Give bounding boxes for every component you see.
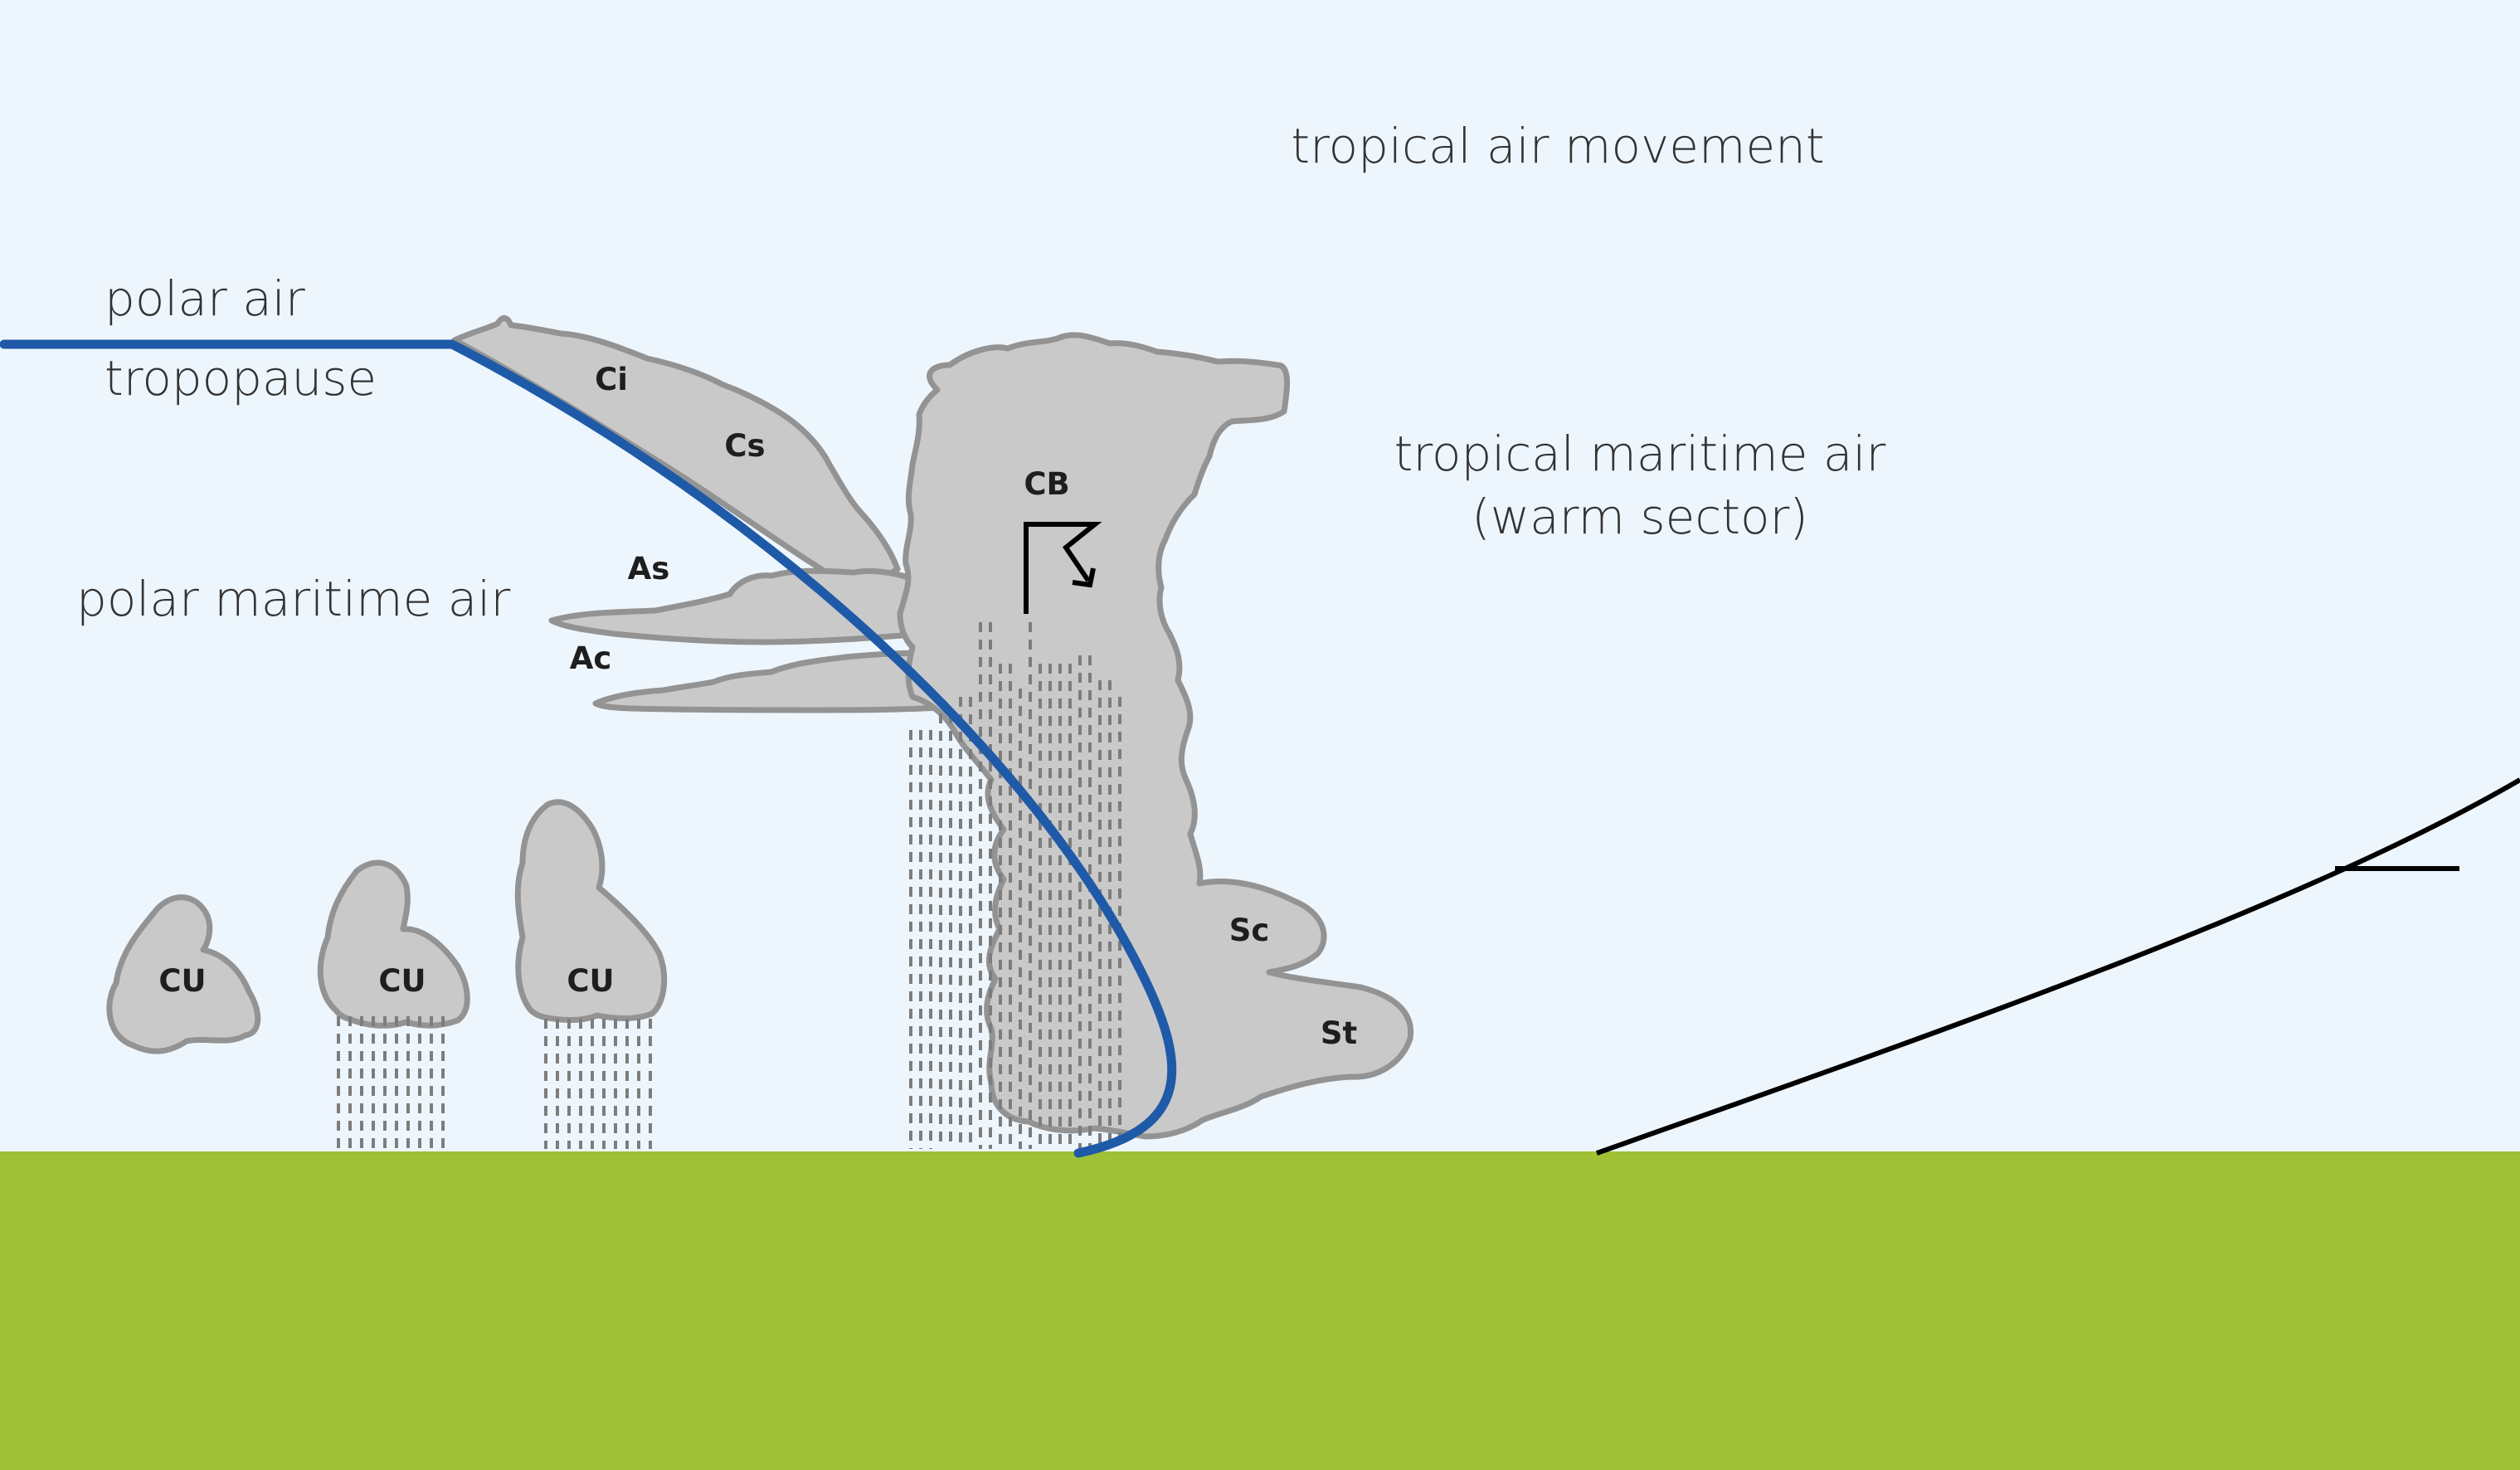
cumulus-cloud-1 bbox=[106, 894, 261, 1054]
cirrus-anvil-cloud bbox=[451, 315, 901, 589]
cloud-label-cu2: CU bbox=[378, 963, 426, 999]
label-warm-sector: (warm sector) bbox=[1472, 489, 1808, 545]
cloud-label-ci: Ci bbox=[595, 362, 628, 397]
cloud-label-ac: Ac bbox=[570, 640, 612, 676]
rain-shaft-cu3 bbox=[544, 1019, 652, 1149]
cloud-label-cs: Cs bbox=[724, 428, 765, 464]
label-polar-air: polar air bbox=[105, 270, 305, 327]
cloud-label-as: As bbox=[628, 551, 670, 587]
lightning-symbol-icon bbox=[1024, 522, 1102, 614]
warm-front-line bbox=[1596, 777, 2520, 1156]
label-polar-maritime-air: polar maritime air bbox=[76, 571, 510, 627]
cumulus-cloud-3 bbox=[514, 799, 668, 1023]
cloud-label-st: St bbox=[1321, 1015, 1357, 1051]
rain-shaft-cumulonimbus bbox=[909, 622, 1121, 1149]
cloud-label-sc: Sc bbox=[1229, 913, 1270, 948]
rain-shaft-cu2 bbox=[337, 1016, 445, 1149]
ground bbox=[0, 1151, 2520, 1470]
cloud-label-cb: CB bbox=[1024, 466, 1069, 502]
label-tropical-maritime-air: tropical maritime air bbox=[1394, 426, 1886, 482]
cloud-label-cu3: CU bbox=[567, 963, 614, 999]
label-tropical-air-movement: tropical air movement bbox=[1291, 118, 1824, 174]
cloud-label-cu1: CU bbox=[158, 963, 206, 999]
tropopause-cold-front-line bbox=[0, 339, 1177, 1158]
label-tropopause: tropopause bbox=[105, 350, 377, 406]
